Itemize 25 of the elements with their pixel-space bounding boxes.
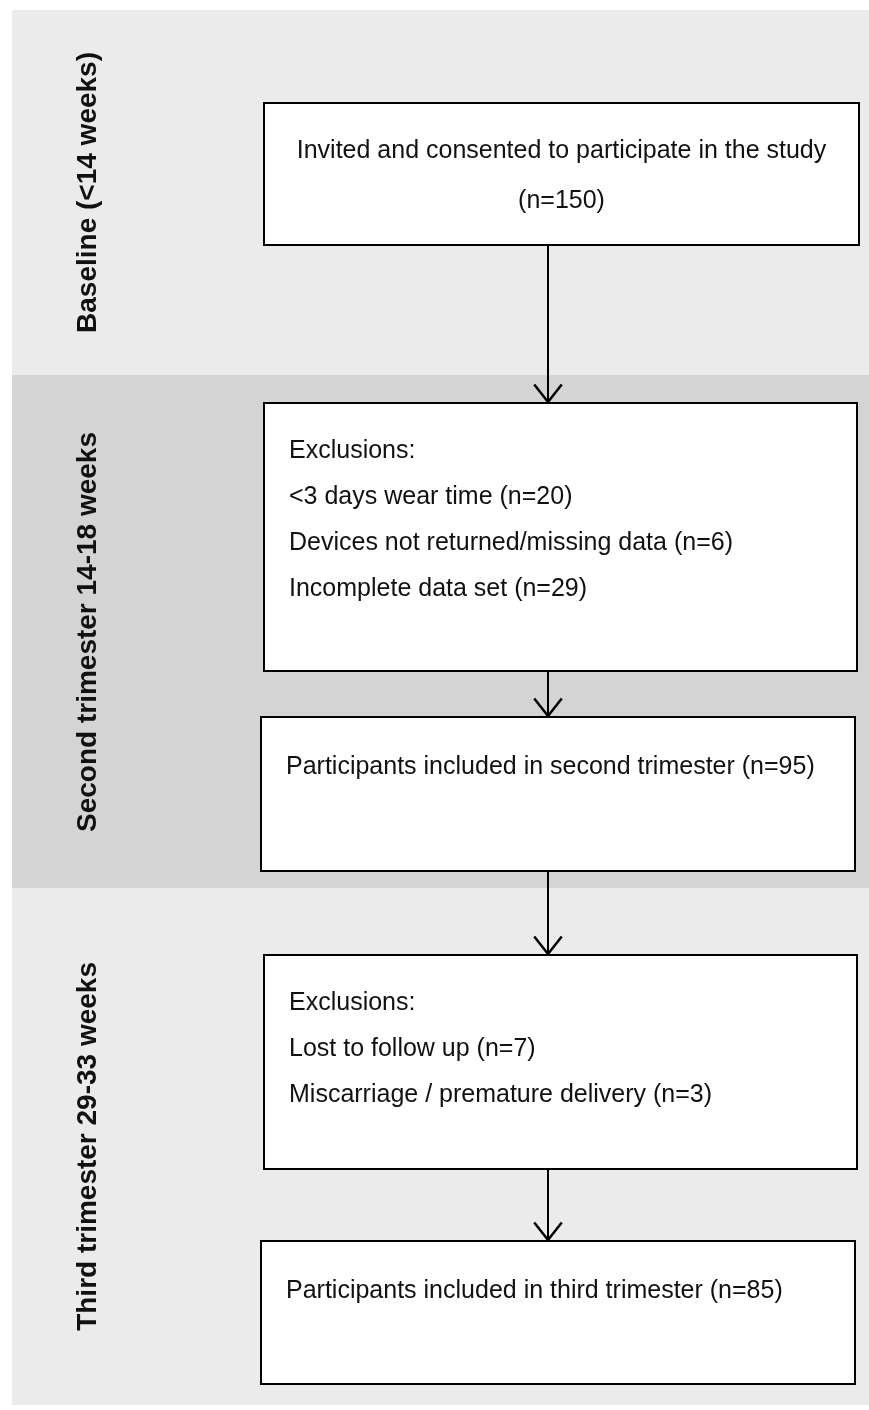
stage-label: Third trimester 29-33 weeks [70,962,103,1331]
process-box [260,716,856,872]
box-text: Invited and consented to participate in the study (n=150) [295,134,828,215]
arrow [533,1169,563,1242]
arrow [533,871,563,956]
box-item: Lost to follow up (n=7) [289,1032,537,1063]
box-item: Miscarriage / premature delivery (n=3) [289,1078,714,1109]
process-box [263,954,858,1170]
process-box [263,402,858,672]
box-heading: Exclusions: [289,434,417,465]
arrow [533,245,563,404]
box-item: Devices not returned/missing data (n=6) [289,526,734,557]
stage-label: Second trimester 14-18 weeks [70,431,103,832]
box-item: <3 days wear time (n=20) [289,480,574,511]
box-text: Participants included in second trimester (n=95) [286,750,816,781]
process-box [260,1240,856,1385]
stage-band [12,10,869,375]
box-text: Participants included in third trimester (n=85) [286,1274,784,1305]
stage-band [12,375,869,888]
box-heading: Exclusions: [289,986,417,1017]
stage-band [12,888,869,1405]
process-box [263,102,860,246]
box-item: Incomplete data set (n=29) [289,572,589,603]
arrow [533,671,563,718]
stage-label: Baseline (<14 weeks) [70,52,103,333]
